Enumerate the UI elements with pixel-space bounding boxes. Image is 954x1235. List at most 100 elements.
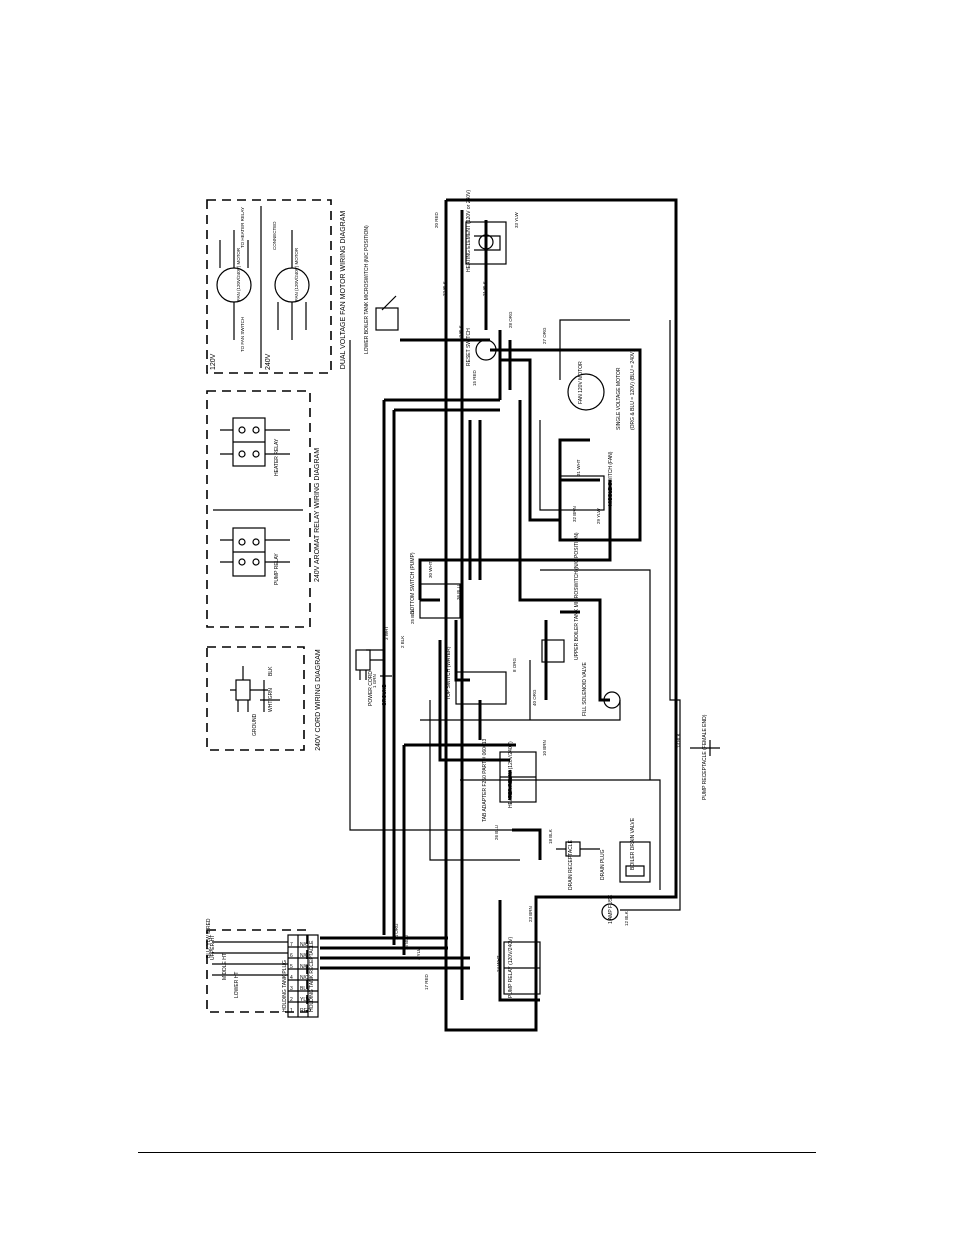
lower-ht-label: LOWER HT xyxy=(234,972,240,998)
fan-to-fan-switch-label: TO FAN SWITCH xyxy=(240,317,245,352)
holding-tank-plug-label: HOLDING TANK PLUG xyxy=(282,960,288,1012)
middle-ht-label: MIDDLE HT xyxy=(222,953,228,980)
main-wiring xyxy=(320,198,681,1032)
holding-tank-inset: UPPER HT MIDDLE HT LOWER HT BLU, YLW & R… xyxy=(206,918,319,1018)
holding-tank-pin: 1 xyxy=(290,1008,293,1014)
pump-relay-inset-label: PUMP RELAY xyxy=(274,553,280,585)
wire-tag-31: 31 WHT xyxy=(576,459,581,476)
holding-tank-pin: 5 xyxy=(290,964,293,970)
pump-relay-label: PUMP RELAY (120V/240V) xyxy=(508,937,514,998)
wire-tag-15: 15 RED xyxy=(472,369,477,386)
wire-tag-2: 2 BLK xyxy=(400,636,405,648)
wire-tag-22: 22 BLK xyxy=(442,281,447,296)
lower-boiler-tank-label: LOWER BOILER TANK MICROSWITCH (N/C POSIT… xyxy=(364,225,370,354)
bottom-switch-label: BOTTOM SWITCH (PUMP) xyxy=(410,552,416,614)
bottom-switch: BOTTOM SWITCH (PUMP) xyxy=(410,552,461,619)
upper-boiler-tank-label: UPPER BOILER TANK MICROSWITCH (N/C POSIT… xyxy=(574,532,580,660)
cord-box-title: 240V CORD WIRING DIAGRAM xyxy=(315,649,322,751)
aromat-relay-inset: 240V AROMAT RELAY WIRING DIAGRAM PUMP RE… xyxy=(206,390,321,628)
fan-motor: FAN 120V MOTOR SINGLE VOLTAGE MOTOR (ORG… xyxy=(567,350,636,430)
wire-tag-28: 28 ORG xyxy=(508,311,513,328)
drain-plug-label: DRAIN PLUG xyxy=(600,849,606,880)
single-voltage-motor-label: SINGLE VOLTAGE MOTOR xyxy=(616,367,622,430)
middle-switch: MIDDLE SWITCH (FAN) xyxy=(559,451,614,511)
holding-tank-wire: N/C xyxy=(300,942,309,948)
upper-boiler-microswitch: UPPER BOILER TANK MICROSWITCH (N/C POSIT… xyxy=(541,532,580,663)
holding-tank-pin: 2 xyxy=(290,997,293,1003)
amp-fuse: 1 AMP FUSE xyxy=(601,894,619,924)
wire-tag-27: 27 ORG xyxy=(542,327,547,344)
power-ground-label: GROUND xyxy=(382,683,388,706)
holding-tank-receptacle-label: HOLDING TANK RECEPTACLE xyxy=(309,940,315,1012)
holding-tank-pin: 3 xyxy=(290,986,293,992)
wire-tag-19: 19 BLK xyxy=(458,325,463,340)
fill-solenoid-label: FILL SOLENOID VALVE xyxy=(582,662,588,716)
wire-tag-36: 36 BLU xyxy=(456,585,461,600)
drain-receptacle: DRAIN RECEPTACLE DRAIN PLUG xyxy=(556,839,606,890)
holding-tank-pin: 6 xyxy=(290,953,293,959)
wire-tag-33: 33 YLW xyxy=(514,212,519,228)
pump-relay: PUMP RELAY (120V/240V) xyxy=(503,937,541,998)
heater-relay-inset-label: HEATER RELAY xyxy=(274,438,280,476)
wire-tag-4: 4 YLW xyxy=(416,946,421,960)
wire-tag-29: 29 YLW xyxy=(596,508,601,524)
heating-element-label: HEATING ELEMENT (120V or 230V) xyxy=(466,190,472,272)
heating-element: HEATING ELEMENT (120V or 230V) xyxy=(465,190,507,272)
holding-tank-wire: YLW xyxy=(300,997,311,1003)
wire-tag-30: 30 WHT xyxy=(428,561,433,578)
heater-relay-label: HEATER RELAY (120V/240V) xyxy=(508,741,514,808)
wire-tag-3: 3 WHT xyxy=(384,626,389,640)
holding-tank-wire: BLU xyxy=(300,986,310,992)
motor-note-label: (ORG & BLU = 120V) (BLU = 240V) xyxy=(630,350,636,430)
wire-tag-23: 23 BRN xyxy=(528,906,533,922)
tab-adapter-label: TAB ADAPTER F250 PART # 060013 xyxy=(482,738,488,822)
fan-connected-label: CONNECTED xyxy=(272,221,277,250)
power-cord: POWER CORD GROUND xyxy=(355,649,392,706)
wire-tag-21: 21 BLK xyxy=(482,281,487,296)
wire-tag-17: 17 RED xyxy=(424,973,429,990)
footer-rule xyxy=(138,1152,816,1153)
wire-tag-12: 12 BLK xyxy=(624,911,629,926)
wire-tag-24: 24 WHT xyxy=(496,955,501,972)
blu-ylw-red-label: BLU, YLW & RED xyxy=(206,918,212,958)
fan-120v-label: 120V xyxy=(210,353,217,370)
fan-motor-bottom-label: FAN (120V/240V) MOTOR xyxy=(294,247,299,301)
fan-motor-top-label: FAN (120V/240V) MOTOR xyxy=(236,247,241,301)
fan-motor-label: FAN 120V MOTOR xyxy=(578,361,584,404)
wire-tag-13: 13 BLK xyxy=(676,733,681,748)
fan-motor-inset: DUAL VOLTAGE FAN MOTOR WIRING DIAGRAM 12… xyxy=(206,199,347,374)
holding-tank-pin: 7 xyxy=(290,942,293,948)
reset-switch-label: RESET SWITCH xyxy=(466,328,472,366)
upper-ht-label: UPPER HT xyxy=(210,935,216,960)
wire-tag-32: 32 BRN xyxy=(572,506,577,522)
wire-tag-1: 1 GRN xyxy=(372,674,377,688)
fill-solenoid: FILL SOLENOID VALVE xyxy=(582,662,621,716)
pump-receptacle-label: PUMP RECEPTACLE (FEMALE END) xyxy=(702,714,708,800)
wire-tag-20: 20 RED xyxy=(434,211,439,228)
heater-relay: HEATER RELAY (120V/240V) TAB ADAPTER F25… xyxy=(482,738,537,822)
holding-tank-wire: RED xyxy=(300,1008,311,1014)
lower-boiler-microswitch: LOWER BOILER TANK MICROSWITCH (N/C POSIT… xyxy=(364,225,399,354)
reset-switch: RESET SWITCH xyxy=(466,328,497,366)
wire-tag-26: 26 BLU xyxy=(494,825,499,840)
relay-box-title: 240V AROMAT RELAY WIRING DIAGRAM xyxy=(314,448,321,582)
top-switch-label: TOP SWITCH (WATER) xyxy=(446,646,452,700)
holding-tank-pin: 4 xyxy=(290,975,293,981)
holding-tank-wire: N/C xyxy=(300,964,309,970)
boiler-drain-valve: BOILER DRAIN VALVE xyxy=(619,817,651,883)
fan-to-heater-relay-label: TO HEATER RELAY xyxy=(240,207,245,248)
holding-tank-wire: N/C xyxy=(300,975,309,981)
boiler-drain-valve-label: BOILER DRAIN VALVE xyxy=(630,817,636,870)
wire-tag-8: 8 ORG xyxy=(512,657,517,672)
wire-tag-10: 10 BRN xyxy=(542,740,547,756)
wire-tag-25: 25 BLU xyxy=(410,609,415,624)
wire-tag-14: 14 ORG xyxy=(394,923,399,940)
top-switch: TOP SWITCH (WATER) xyxy=(446,646,507,705)
wire-tag-16: 16 BLU xyxy=(404,935,409,950)
cord-ground-label: GROUND xyxy=(252,713,258,736)
cord-wire2-label: WHT/GRN xyxy=(268,688,274,712)
holding-tank-wire: N/C xyxy=(300,953,309,959)
power-cord-label: POWER CORD xyxy=(368,671,374,706)
